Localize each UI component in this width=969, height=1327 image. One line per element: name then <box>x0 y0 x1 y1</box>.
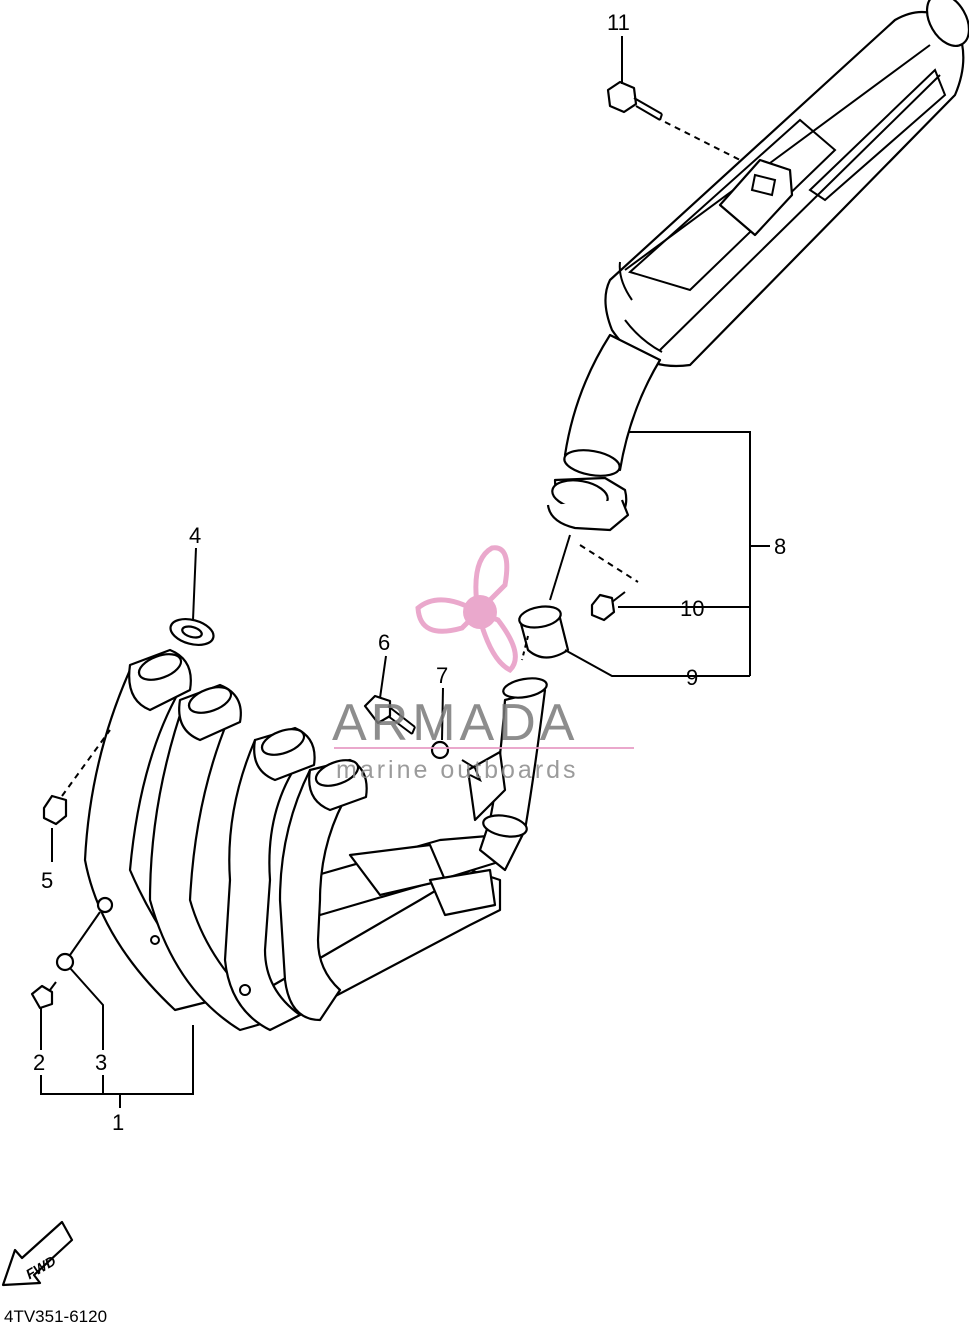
callout-labels: 11 8 10 9 4 6 7 5 2 3 1 <box>33 10 786 1135</box>
washer-3 <box>55 896 114 972</box>
propeller-logo-icon <box>415 545 518 674</box>
callout-5: 5 <box>41 868 53 893</box>
armada-watermark: ARMADA marine outboards <box>332 545 634 784</box>
leader-lines <box>40 36 770 1108</box>
propeller-hub-icon <box>463 595 497 629</box>
bolt-10 <box>590 591 626 622</box>
watermark-title: ARMADA <box>332 694 578 752</box>
callout-3: 3 <box>95 1050 107 1075</box>
callout-8: 8 <box>774 534 786 559</box>
callout-6: 6 <box>378 630 390 655</box>
callout-4: 4 <box>189 523 201 548</box>
watermark-subtitle: marine outboards <box>336 756 579 784</box>
fwd-arrow-icon: FWD <box>1 1220 74 1287</box>
muffler <box>546 0 969 532</box>
callout-11: 11 <box>607 10 630 35</box>
bolt-11 <box>606 80 663 121</box>
callout-1: 1 <box>112 1110 124 1135</box>
callout-9: 9 <box>686 665 698 690</box>
washer-7 <box>430 740 482 783</box>
diagram-code: 4TV351-6120 <box>4 1307 107 1326</box>
nut-5 <box>42 794 68 826</box>
header-pipe-assembly <box>83 648 548 1032</box>
callout-10: 10 <box>680 596 704 621</box>
callout-7: 7 <box>436 663 448 688</box>
bolt-2 <box>30 981 57 1010</box>
gasket-9 <box>518 605 570 659</box>
bolt-6 <box>363 694 416 735</box>
callout-2: 2 <box>33 1050 45 1075</box>
gasket-4 <box>169 617 215 647</box>
